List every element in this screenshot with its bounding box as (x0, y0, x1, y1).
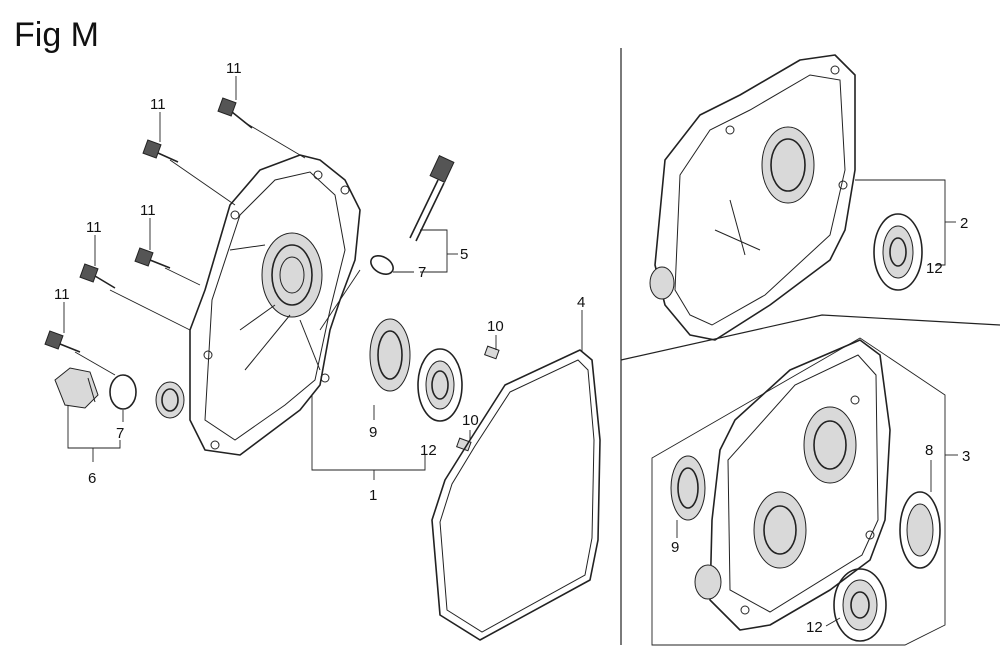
gasket (431, 349, 601, 641)
crankcase-cover-main (189, 154, 361, 456)
callout-5: 5 (460, 246, 468, 263)
callout-3: 3 (962, 448, 970, 465)
ball-bearing-bottom (833, 568, 887, 642)
drain-plug (54, 367, 99, 409)
bolt-upper-left (142, 139, 179, 163)
cover-assembly-bottom (694, 339, 891, 631)
callout-11-middle: 11 (140, 202, 156, 219)
callout-2: 2 (960, 215, 968, 232)
oil-seal-left (369, 318, 411, 392)
horizontal-divider (620, 314, 1000, 361)
callout-11-left: 11 (86, 219, 102, 236)
washer-drain (109, 374, 137, 410)
bolt-lower-left (44, 330, 81, 353)
dowel-pin-lower (456, 437, 472, 452)
callout-7-lower: 7 (116, 425, 124, 442)
callout-7-upper: 7 (418, 264, 426, 281)
dowel-pin-upper (484, 345, 500, 360)
callout-9-left: 9 (369, 424, 377, 441)
oil-seal-small (155, 381, 185, 419)
callout-labels: 11 11 11 11 11 5 7 7 10 10 4 9 12 1 6 2 … (54, 60, 970, 636)
callout-12-top-right: 12 (926, 260, 943, 277)
bolt-middle (134, 247, 171, 269)
callout-11-top: 11 (226, 60, 242, 77)
oil-filler-cap (409, 154, 455, 242)
callout-9-right: 9 (671, 539, 679, 556)
leader-lines-right-bottom (676, 454, 958, 627)
leader-lines-left (63, 76, 583, 480)
callout-1: 1 (369, 487, 377, 504)
callout-8: 8 (925, 442, 933, 459)
cover-assembly-top (649, 54, 856, 341)
callout-10-lower: 10 (462, 412, 479, 429)
callout-11-lower: 11 (54, 286, 70, 303)
callout-6: 6 (88, 470, 96, 487)
o-ring-upper (370, 255, 394, 275)
bolt-top (217, 97, 253, 129)
ball-bearing-left (417, 348, 463, 422)
callout-12-left: 12 (420, 442, 437, 459)
ball-bearing-top-right (873, 213, 923, 291)
figure-title: Fig M (14, 16, 99, 54)
bolt-left (79, 263, 116, 289)
leader-lines-right-top (855, 179, 956, 266)
assembly-outline-3 (651, 337, 946, 646)
ball-bearing-right-side (899, 491, 941, 569)
callout-11-upper: 11 (150, 96, 166, 113)
oil-seal-bottom-left (670, 455, 706, 521)
callout-10-upper: 10 (487, 318, 504, 335)
callout-4: 4 (577, 294, 585, 311)
callout-12-bottom: 12 (806, 619, 823, 636)
